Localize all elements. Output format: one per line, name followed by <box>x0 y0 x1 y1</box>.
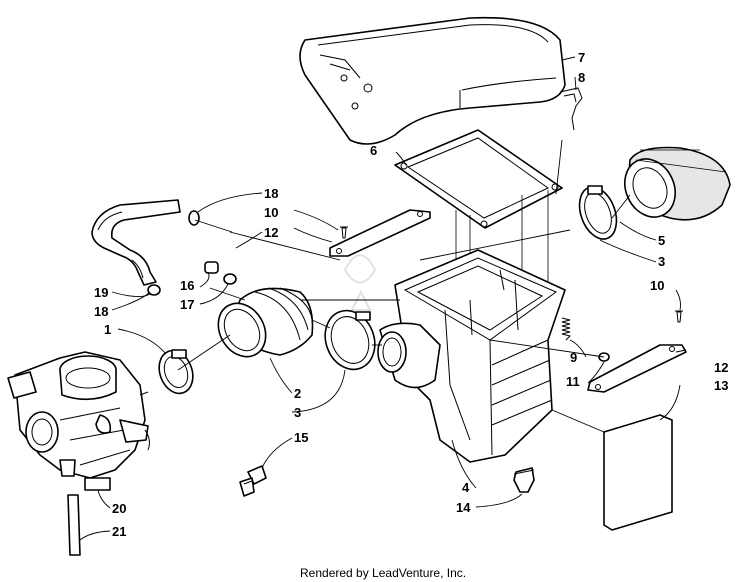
air-filter <box>624 146 731 221</box>
callout-20: 20 <box>112 501 126 516</box>
vent-cap <box>204 261 219 274</box>
callout-3-upper: 3 <box>658 254 665 269</box>
breather-hose <box>91 199 181 286</box>
watermark <box>343 254 377 311</box>
callout-10-right: 10 <box>650 278 664 293</box>
callout-12-right: 12 <box>714 360 728 375</box>
callout-19: 19 <box>94 285 108 300</box>
footer-credit: Rendered by LeadVenture, Inc. <box>300 566 466 580</box>
callout-1: 1 <box>104 322 111 337</box>
callout-4: 4 <box>462 480 470 495</box>
filter-clamp <box>578 185 618 240</box>
access-panel <box>551 409 673 531</box>
airbox-cover <box>299 16 566 145</box>
carburetor <box>7 351 150 491</box>
carb-clamp <box>158 349 194 395</box>
callout-7: 7 <box>578 50 585 65</box>
small-clamp <box>223 273 237 285</box>
spring <box>561 317 571 341</box>
callout-6: 6 <box>370 143 377 158</box>
callout-14: 14 <box>456 500 471 515</box>
screw-right <box>675 310 683 323</box>
callout-8: 8 <box>578 70 585 85</box>
callout-21: 21 <box>112 524 126 539</box>
callout-10-left: 10 <box>264 205 278 220</box>
drain-valve <box>513 467 535 493</box>
callout-2: 2 <box>294 386 301 401</box>
callout-labels: 7 8 6 5 3 10 12 13 9 11 4 14 18 10 12 16… <box>94 50 728 539</box>
callout-13: 13 <box>714 378 728 393</box>
hose-clamp-lower <box>147 284 161 296</box>
drain-hose <box>67 494 81 556</box>
bracket-strap-left <box>329 209 431 257</box>
hose-clamp-upper <box>188 210 200 226</box>
callout-18-upper: 18 <box>264 186 278 201</box>
callout-3-lower: 3 <box>294 405 301 420</box>
bracket-strap-right <box>587 344 687 393</box>
callout-11: 11 <box>566 374 580 389</box>
callout-9: 9 <box>570 350 577 365</box>
boot-clamp <box>324 309 376 371</box>
leader-lines <box>79 56 687 541</box>
callout-5: 5 <box>658 233 665 248</box>
callout-16: 16 <box>180 278 194 293</box>
screw-left <box>340 226 348 239</box>
callout-18-lower: 18 <box>94 304 108 319</box>
intake-boot <box>217 287 314 358</box>
callout-12-left: 12 <box>264 225 278 240</box>
callout-15: 15 <box>294 430 308 445</box>
retaining-clip <box>559 87 583 131</box>
airbox-housing <box>377 249 566 463</box>
callout-17: 17 <box>180 297 194 312</box>
fitting <box>239 465 267 497</box>
